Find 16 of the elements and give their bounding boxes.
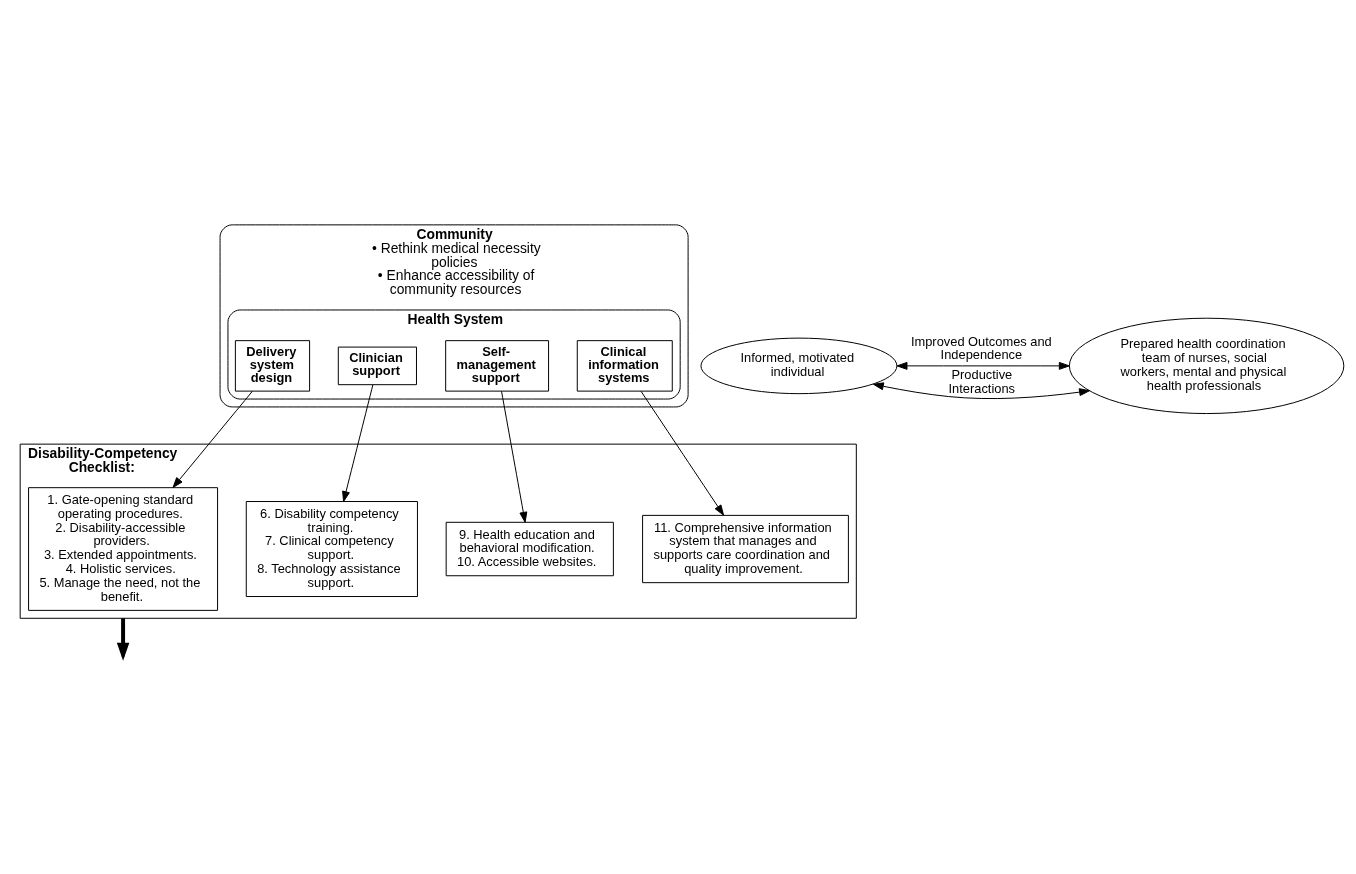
node-box: Clinician support bbox=[337, 346, 417, 386]
node-box: 1. Gate-opening standard operating procedures. 2. Disability-accessible providers. 3. Extended appointments. 4. Holistic services. 5. Manage the need, not the benefit. bbox=[28, 487, 219, 611]
node-ellipse: Informed, motivated individual bbox=[700, 337, 898, 395]
arrow bbox=[896, 361, 1070, 370]
node-box: Clinical information systems bbox=[576, 340, 673, 392]
node-ellipse: Prepared health coordination team of nurses, social workers, mental and physical health professionals bbox=[1068, 317, 1345, 415]
edge-label: Improved Outcomes and Independence bbox=[910, 333, 1052, 363]
node-box: Delivery system design bbox=[234, 340, 311, 392]
node-box: 11. Comprehensive information system that manages and supports care coordination and quality improvement. bbox=[642, 514, 849, 584]
node-box: 9. Health education and behavioral modification. 10. Accessible websites. bbox=[445, 521, 614, 577]
arrow bbox=[501, 390, 528, 523]
arrow bbox=[872, 382, 1090, 400]
edge-label: Productive Interactions bbox=[948, 367, 1016, 396]
arrow bbox=[342, 384, 374, 502]
node-box: Self-management support bbox=[445, 340, 550, 392]
node-box: 6. Disability competency training. 7. Clinical competency support. 8. Technology assistance support. bbox=[245, 501, 418, 597]
